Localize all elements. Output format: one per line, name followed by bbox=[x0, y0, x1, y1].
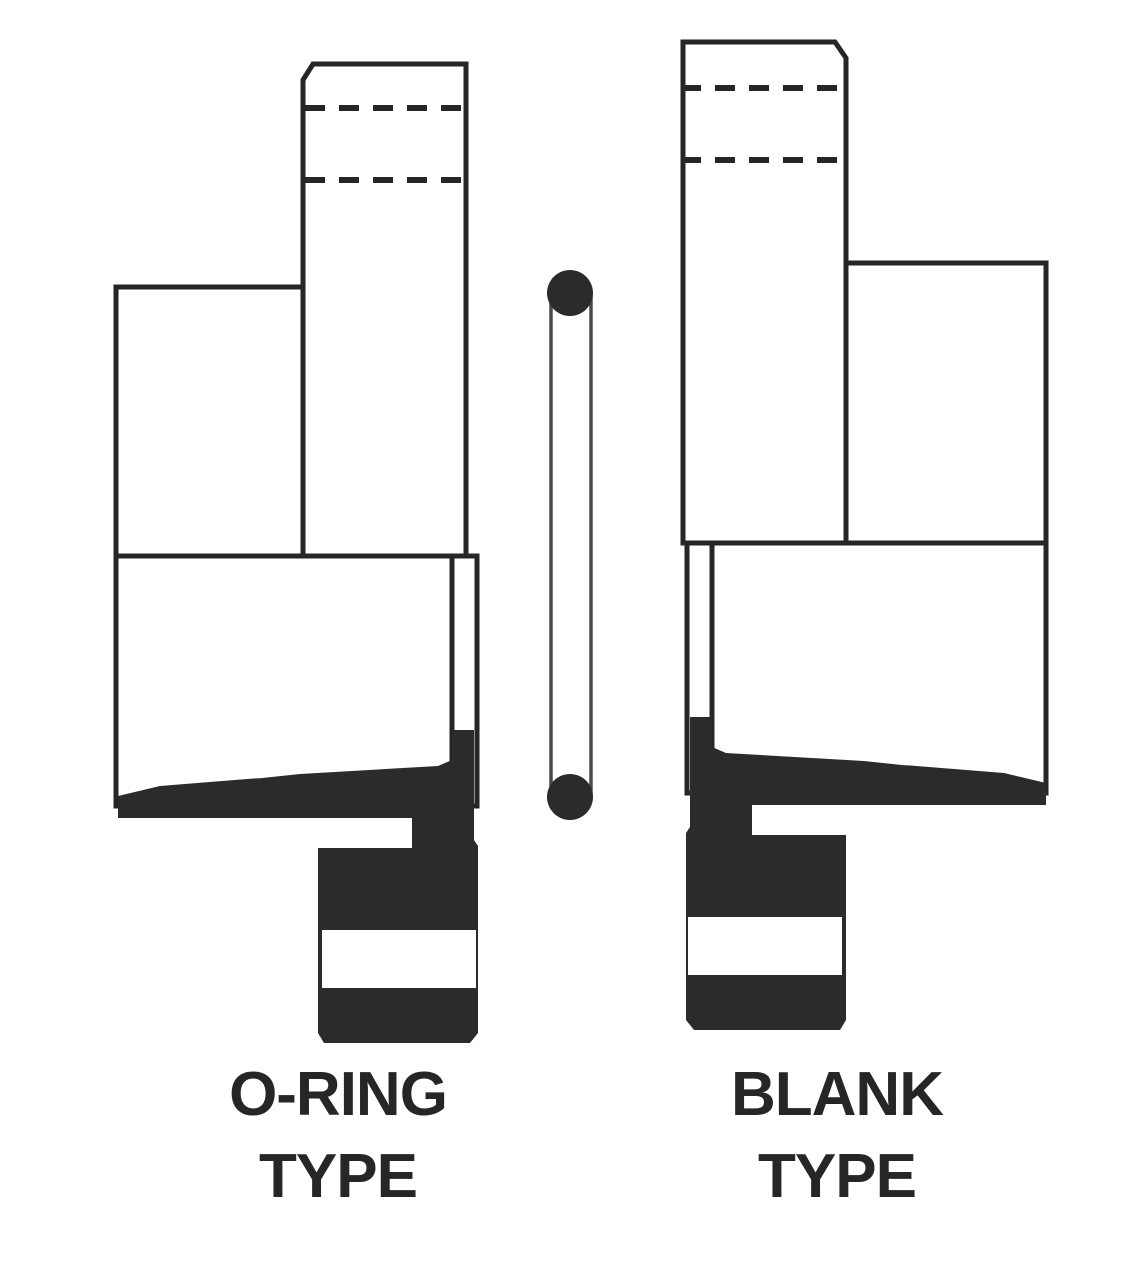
o-ring-top-cap bbox=[547, 270, 593, 316]
left-caption-line-1: O-RING bbox=[229, 1060, 447, 1129]
left-nut-slot bbox=[322, 930, 476, 988]
right-assembly-blank-type: BLANK TYPE bbox=[680, 39, 1049, 1211]
right-caption-line-2: TYPE bbox=[758, 1142, 916, 1211]
o-ring-body bbox=[549, 283, 593, 807]
center-o-ring bbox=[547, 270, 593, 820]
left-assembly-o-ring-type: O-RING TYPE bbox=[113, 61, 480, 1211]
right-caption-line-1: BLANK bbox=[731, 1060, 944, 1129]
left-flange-plate bbox=[113, 284, 306, 559]
right-nut-slot bbox=[688, 917, 842, 975]
right-gasket-feather-tip bbox=[904, 765, 1046, 793]
right-flange-plate bbox=[843, 260, 1049, 546]
o-ring-bottom-cap bbox=[547, 774, 593, 820]
left-caption-line-2: TYPE bbox=[259, 1142, 417, 1211]
left-stud-column bbox=[300, 61, 469, 559]
right-stud-column bbox=[680, 39, 849, 546]
left-gasket-feather-tip bbox=[118, 778, 260, 806]
